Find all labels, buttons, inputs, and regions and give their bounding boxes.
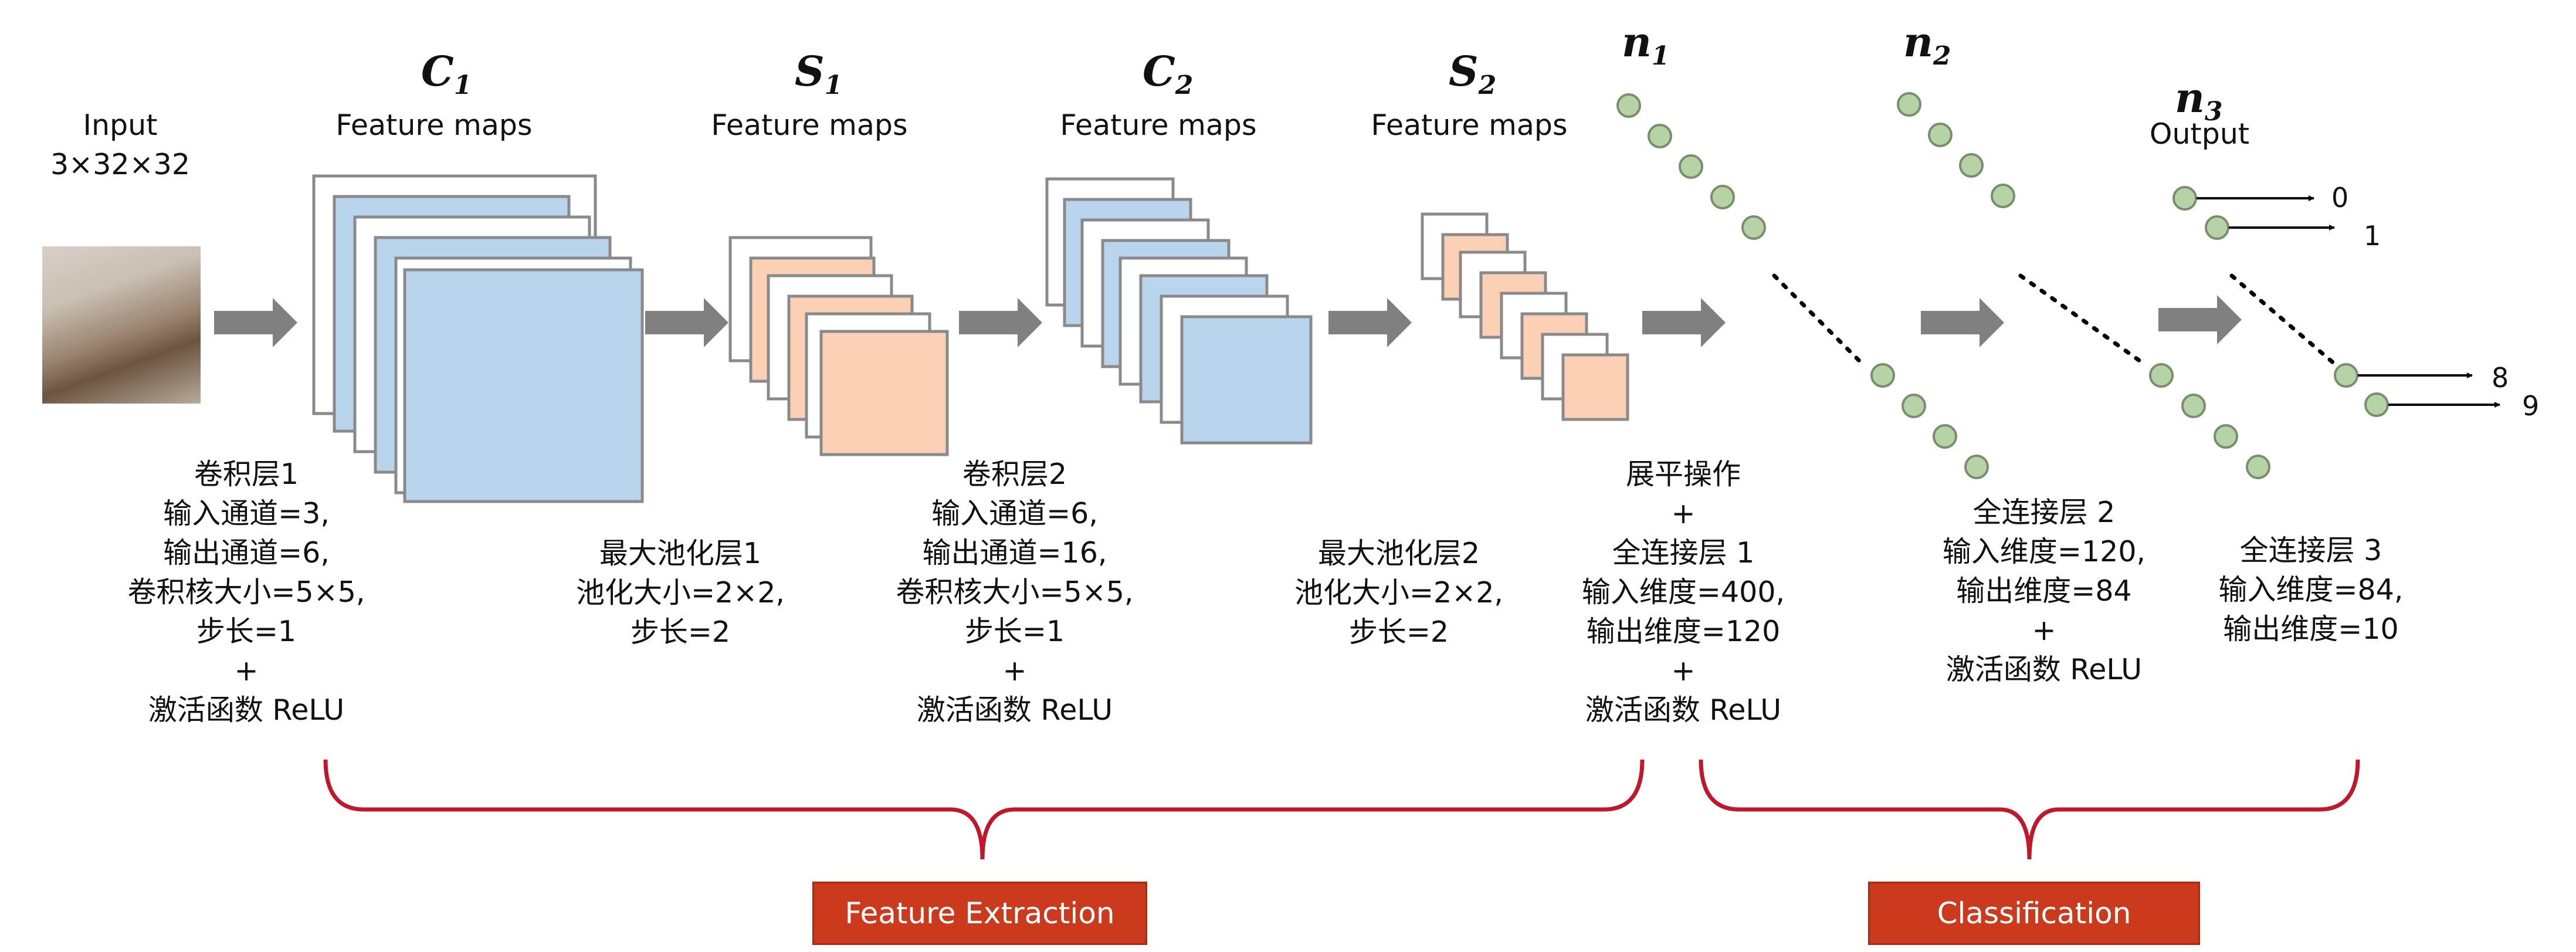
flow-arrows bbox=[214, 295, 2242, 347]
desc-line: 卷积核大小=5×5, bbox=[896, 575, 1134, 609]
desc-line: + bbox=[1671, 497, 1696, 530]
feature-extraction-label: Feature Extraction bbox=[812, 882, 1147, 945]
c2-title: C2 bbox=[1143, 47, 1194, 100]
c2-caption: Feature maps bbox=[1060, 109, 1257, 142]
desc-line: 全连接层 2 bbox=[1972, 496, 2116, 529]
desc-line: + bbox=[234, 654, 259, 687]
s1-caption: Feature maps bbox=[711, 109, 908, 142]
desc-line: 激活函数 ReLU bbox=[148, 693, 345, 727]
feature-extraction-brace bbox=[323, 759, 1645, 860]
desc-line: 输入维度=120, bbox=[1942, 535, 2146, 568]
desc-line: + bbox=[1671, 654, 1696, 687]
output-caption: Output bbox=[2149, 117, 2250, 151]
c1-title: C1 bbox=[421, 47, 472, 100]
output-9: 9 bbox=[2522, 390, 2540, 422]
n3-nodes bbox=[2172, 186, 2389, 417]
output-arrows bbox=[2197, 195, 2500, 408]
input-label-block: Input 3×32×32 bbox=[23, 106, 217, 184]
s2-feature-maps bbox=[1421, 212, 1629, 421]
flow-arrow bbox=[2158, 295, 2242, 344]
desc-line: 输出维度=84 bbox=[1956, 574, 2132, 608]
desc-line: 输出通道=6, bbox=[163, 536, 330, 570]
n1-ellipsis bbox=[1772, 273, 1865, 366]
pool2-description: 最大池化层2 池化大小=2×2, 步长=2 bbox=[1258, 534, 1540, 652]
conv1-description: 卷积层1 输入通道=3, 输出通道=6, 卷积核大小=5×5, 步长=1 + 激… bbox=[94, 455, 399, 730]
desc-line: 输入通道=6, bbox=[931, 497, 1098, 530]
n2-nodes bbox=[1897, 92, 2270, 479]
desc-line: 输出维度=10 bbox=[2223, 612, 2399, 646]
desc-line: 全连接层 3 bbox=[2239, 534, 2382, 567]
desc-line: 输入维度=84, bbox=[2218, 573, 2404, 607]
conv2-description: 卷积层2 输入通道=6, 输出通道=16, 卷积核大小=5×5, 步长=1 + … bbox=[856, 455, 1173, 730]
classification-label: Classification bbox=[1868, 882, 2200, 945]
output-1: 1 bbox=[2364, 220, 2381, 252]
s1-feature-maps bbox=[728, 236, 949, 456]
desc-line: 激活函数 ReLU bbox=[916, 693, 1113, 727]
flow-arrow bbox=[645, 298, 728, 347]
classification-brace bbox=[1699, 759, 2360, 860]
desc-line: 全连接层 1 bbox=[1612, 536, 1755, 570]
flow-arrow bbox=[959, 298, 1042, 347]
desc-line: + bbox=[1002, 654, 1027, 687]
n2-title: n2 bbox=[1903, 18, 1951, 71]
desc-line: 输入通道=3, bbox=[163, 497, 330, 530]
s2-title: S2 bbox=[1449, 47, 1497, 100]
desc-line: 激活函数 ReLU bbox=[1945, 653, 2143, 686]
input-label: Input bbox=[83, 109, 158, 142]
fc1-description: 展平操作 + 全连接层 1 输入维度=400, 输出维度=120 + 激活函数 … bbox=[1543, 455, 1824, 730]
desc-line: 输入维度=400, bbox=[1581, 575, 1785, 609]
desc-line: 卷积层2 bbox=[962, 458, 1067, 491]
bird-input-image bbox=[42, 246, 201, 404]
desc-line: 展平操作 bbox=[1625, 458, 1741, 491]
n3-title: n3 bbox=[2175, 73, 2223, 127]
desc-line: 步长=2 bbox=[630, 615, 731, 649]
n1-title: n1 bbox=[1622, 18, 1670, 71]
s1-title: S1 bbox=[795, 47, 843, 100]
desc-line: 卷积核大小=5×5, bbox=[127, 575, 365, 609]
desc-line: 步长=1 bbox=[964, 615, 1065, 648]
c1-caption: Feature maps bbox=[335, 109, 533, 142]
input-size: 3×32×32 bbox=[50, 148, 190, 181]
desc-line: 激活函数 ReLU bbox=[1585, 693, 1782, 727]
n1-nodes bbox=[1616, 93, 1989, 479]
desc-line: 输出维度=120 bbox=[1586, 615, 1781, 648]
flow-arrow bbox=[1328, 298, 1412, 347]
fc2-description: 全连接层 2 输入维度=120, 输出维度=84 + 激活函数 ReLU bbox=[1903, 493, 2185, 689]
flow-arrow bbox=[1921, 298, 2004, 347]
desc-line: 池化大小=2×2, bbox=[1294, 576, 1504, 609]
desc-line: 输出通道=16, bbox=[922, 536, 1107, 570]
c1-feature-maps bbox=[312, 174, 644, 503]
fc3-description: 全连接层 3 输入维度=84, 输出维度=10 bbox=[2188, 531, 2434, 649]
s2-caption: Feature maps bbox=[1371, 109, 1568, 142]
desc-line: 卷积层1 bbox=[194, 458, 299, 491]
desc-line: 步长=2 bbox=[1348, 615, 1449, 649]
n3-ellipsis bbox=[2229, 273, 2337, 366]
pool1-description: 最大池化层1 池化大小=2×2, 步长=2 bbox=[540, 534, 821, 652]
desc-line: 最大池化层1 bbox=[599, 537, 762, 570]
output-8: 8 bbox=[2492, 362, 2509, 394]
desc-line: + bbox=[2032, 614, 2056, 647]
n2-ellipsis bbox=[2018, 273, 2146, 366]
output-0: 0 bbox=[2331, 182, 2349, 214]
desc-line: 最大池化层2 bbox=[1317, 537, 1480, 570]
desc-line: 池化大小=2×2, bbox=[575, 576, 785, 609]
c2-feature-maps bbox=[1045, 177, 1313, 445]
desc-line: 步长=1 bbox=[196, 615, 297, 648]
flow-arrow bbox=[214, 298, 297, 347]
flow-arrow bbox=[1642, 298, 1726, 347]
